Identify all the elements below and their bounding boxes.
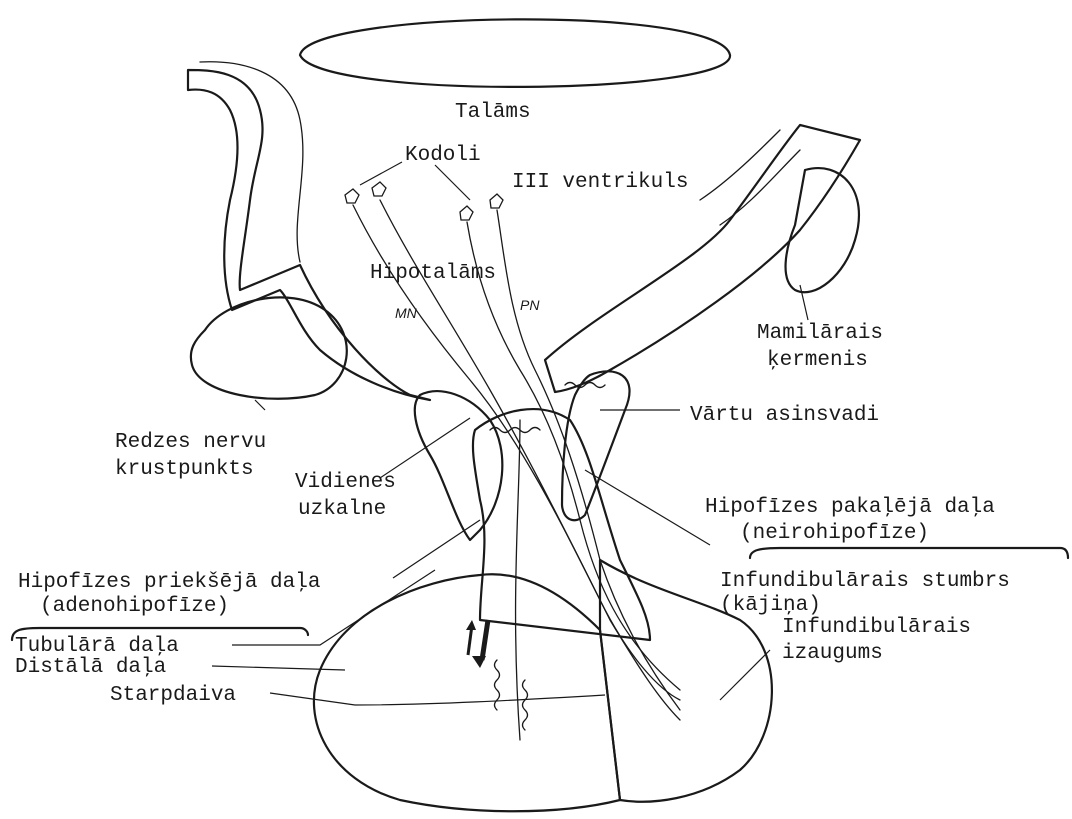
label-mamillary-1: Mamilārais bbox=[757, 322, 883, 345]
label-nuclei: Kodoli bbox=[405, 144, 481, 167]
anterior-lobe bbox=[314, 574, 620, 811]
neuron-cell-icon bbox=[345, 189, 359, 203]
label-intermediate-lobe: Starpdaiva bbox=[110, 684, 236, 707]
mamillary-body bbox=[786, 168, 859, 292]
label-mn: MN bbox=[395, 305, 418, 321]
intermediate-lobe-line bbox=[355, 695, 605, 705]
label-infundibular-stalk-2: (kājiņa) bbox=[720, 594, 821, 617]
label-third-ventricle: III ventrikuls bbox=[512, 171, 688, 194]
label-anterior-lobe-2: (adenohipofīze) bbox=[40, 595, 229, 618]
label-pars-distalis: Distālā daļa bbox=[15, 656, 166, 679]
label-posterior-lobe-2: (neirohipofīze) bbox=[740, 522, 929, 545]
label-posterior-lobe-1: Hipofīzes pakaļējā daļa bbox=[705, 496, 995, 519]
neuron-cell-icon bbox=[490, 194, 503, 208]
label-infundibular-process-1: Infundibulārais bbox=[782, 616, 971, 639]
neuron-cell-icon bbox=[372, 182, 386, 196]
label-median-eminence-1: Vidienes bbox=[295, 471, 396, 494]
label-portal-vessels: Vārtu asinsvadi bbox=[690, 404, 879, 427]
posterior-tongue bbox=[562, 371, 630, 520]
neurohypophysis-bracket bbox=[750, 548, 1068, 558]
neuron-cell-icon bbox=[460, 206, 473, 220]
label-pn: PN bbox=[520, 297, 540, 313]
hypothalamic-nuclei bbox=[345, 182, 503, 220]
label-anterior-lobe-1: Hipofīzes priekšējā daļa bbox=[18, 571, 320, 594]
thalamus bbox=[300, 19, 730, 87]
label-optic-chiasm-2: krustpunkts bbox=[115, 458, 254, 481]
label-median-eminence-2: uzkalne bbox=[298, 498, 386, 521]
label-optic-chiasm-1: Redzes nervu bbox=[115, 431, 266, 454]
median-eminence bbox=[415, 391, 503, 540]
anterior-wall bbox=[188, 62, 430, 400]
flow-arrows bbox=[466, 620, 488, 668]
portal-vessels bbox=[490, 383, 605, 731]
label-hypothalamus: Hipotalāms bbox=[370, 262, 496, 285]
label-infundibular-stalk-1: Infundibulārais stumbrs bbox=[720, 570, 1010, 593]
label-pars-tuberalis: Tubulārā daļa bbox=[15, 635, 179, 658]
label-thalamus: Talāms bbox=[455, 101, 531, 124]
label-infundibular-process-2: izaugums bbox=[782, 642, 883, 665]
label-mamillary-2: ķermenis bbox=[767, 349, 868, 372]
optic-chiasm bbox=[191, 297, 347, 398]
down-arrow-icon bbox=[482, 620, 488, 660]
